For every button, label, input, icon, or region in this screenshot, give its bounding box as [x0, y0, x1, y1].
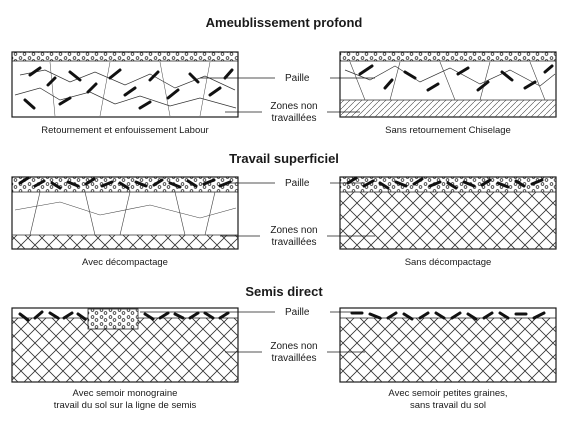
sans-decompactage-caption: Sans décompactage [405, 257, 492, 268]
section-2-title: Travail superficiel [229, 151, 339, 166]
zones-label-3b: travaillées [271, 353, 316, 364]
semoir-monograine-block [12, 308, 238, 382]
paille-label-1: Paille [285, 73, 310, 84]
semoir-petites-graines-block [340, 308, 556, 382]
chiselage-caption: Sans retournement Chiselage [385, 125, 511, 136]
monograine-caption-line1: Avec semoir monograine [73, 388, 178, 399]
paille-label-3: Paille [285, 307, 310, 318]
paille-label-2: Paille [285, 178, 310, 189]
avec-decompactage-caption: Avec décompactage [82, 257, 168, 268]
avec-decompactage-block [12, 177, 238, 249]
section-1-title: Ameublissement profond [206, 15, 363, 30]
petites-graines-caption-line2: sans travail du sol [410, 400, 486, 411]
zones-label-2b: travaillées [271, 237, 316, 248]
chiselage-soil-block [340, 52, 556, 117]
monograine-caption-line2: travail du sol sur la ligne de semis [54, 400, 197, 411]
section-3-title: Semis direct [245, 284, 323, 299]
petites-graines-caption-line1: Avec semoir petites graines, [388, 388, 507, 399]
zones-label-2a: Zones non [270, 225, 317, 236]
labour-soil-block [12, 52, 238, 117]
sans-decompactage-block [340, 177, 556, 249]
zones-label-3a: Zones non [270, 341, 317, 352]
zones-label-1a: Zones non [270, 101, 317, 112]
zones-label-1b: travaillées [271, 113, 316, 124]
labour-caption: Retournement et enfouissement Labour [41, 125, 208, 136]
